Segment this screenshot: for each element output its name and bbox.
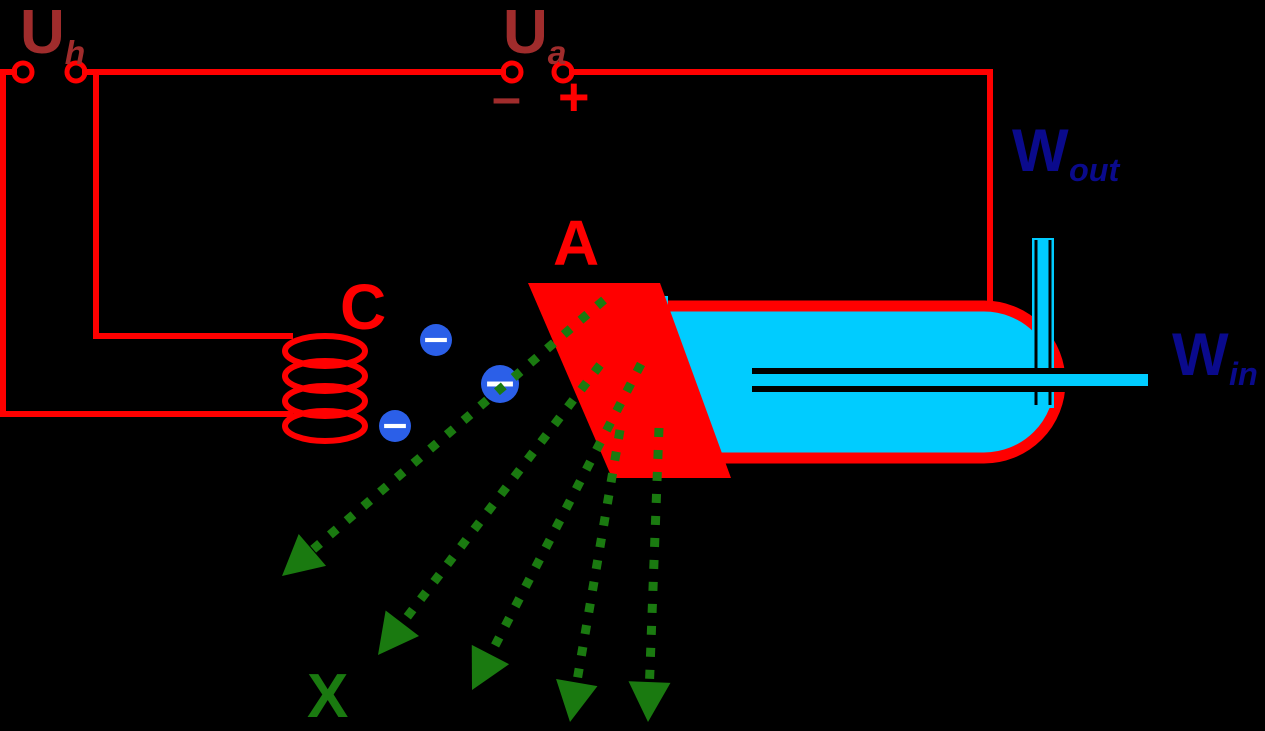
electron-1 [420,324,452,356]
coolant-in-label: Win [1172,321,1258,392]
coolant-out-label: Wout [1012,117,1120,188]
xray-label: X [307,662,349,731]
xray-ray-5 [628,427,671,722]
xray-ray-shaft [398,362,604,626]
coil-turn [282,333,368,369]
xray-arrowhead-icon [471,644,510,690]
coolant-inlet-pipe [1000,370,1148,390]
xray-ray-shaft [486,361,645,657]
heater-wire-lower [0,69,293,417]
circuit-wires [0,69,993,417]
heater-terminal-left [11,60,35,84]
anode-label: A [553,207,600,279]
coolant-inlet-pipe-group [752,368,1148,392]
anode-terminal-plus [551,60,575,84]
xray-arrowhead-icon [556,679,598,722]
anode-wire [569,69,993,309]
anode-terminal-minus [500,60,524,84]
xray-ray-2 [378,362,604,655]
heater-voltage-label: Uh [20,0,86,73]
xray-beams [282,296,671,722]
cathode-label: C [340,271,387,343]
cathode-filament-coil [282,333,368,444]
xray-arrowhead-icon [378,610,419,655]
electron-particles [379,324,519,442]
xray-arrowhead-icon [282,534,327,576]
coil-turn [282,408,368,444]
coil-turn [282,383,368,419]
terminal-plus-label: + [558,67,590,127]
circuit-terminals [11,60,575,84]
minus-sign-icon [384,423,406,429]
xray-arrowhead-icon [628,681,671,722]
xray-ray-4 [556,429,625,722]
terminal-minus-label: – [492,69,521,127]
heater-wire-upper [82,69,293,339]
minus-sign-icon [425,337,447,343]
anode-target-block [528,283,731,478]
anode-voltage-label: Ua [503,0,567,73]
coil-turn [282,358,368,394]
heater-terminal-right [64,60,88,84]
electron-3 [379,410,411,442]
xray-ray-1 [282,296,607,576]
xray-ray-3 [471,361,645,690]
